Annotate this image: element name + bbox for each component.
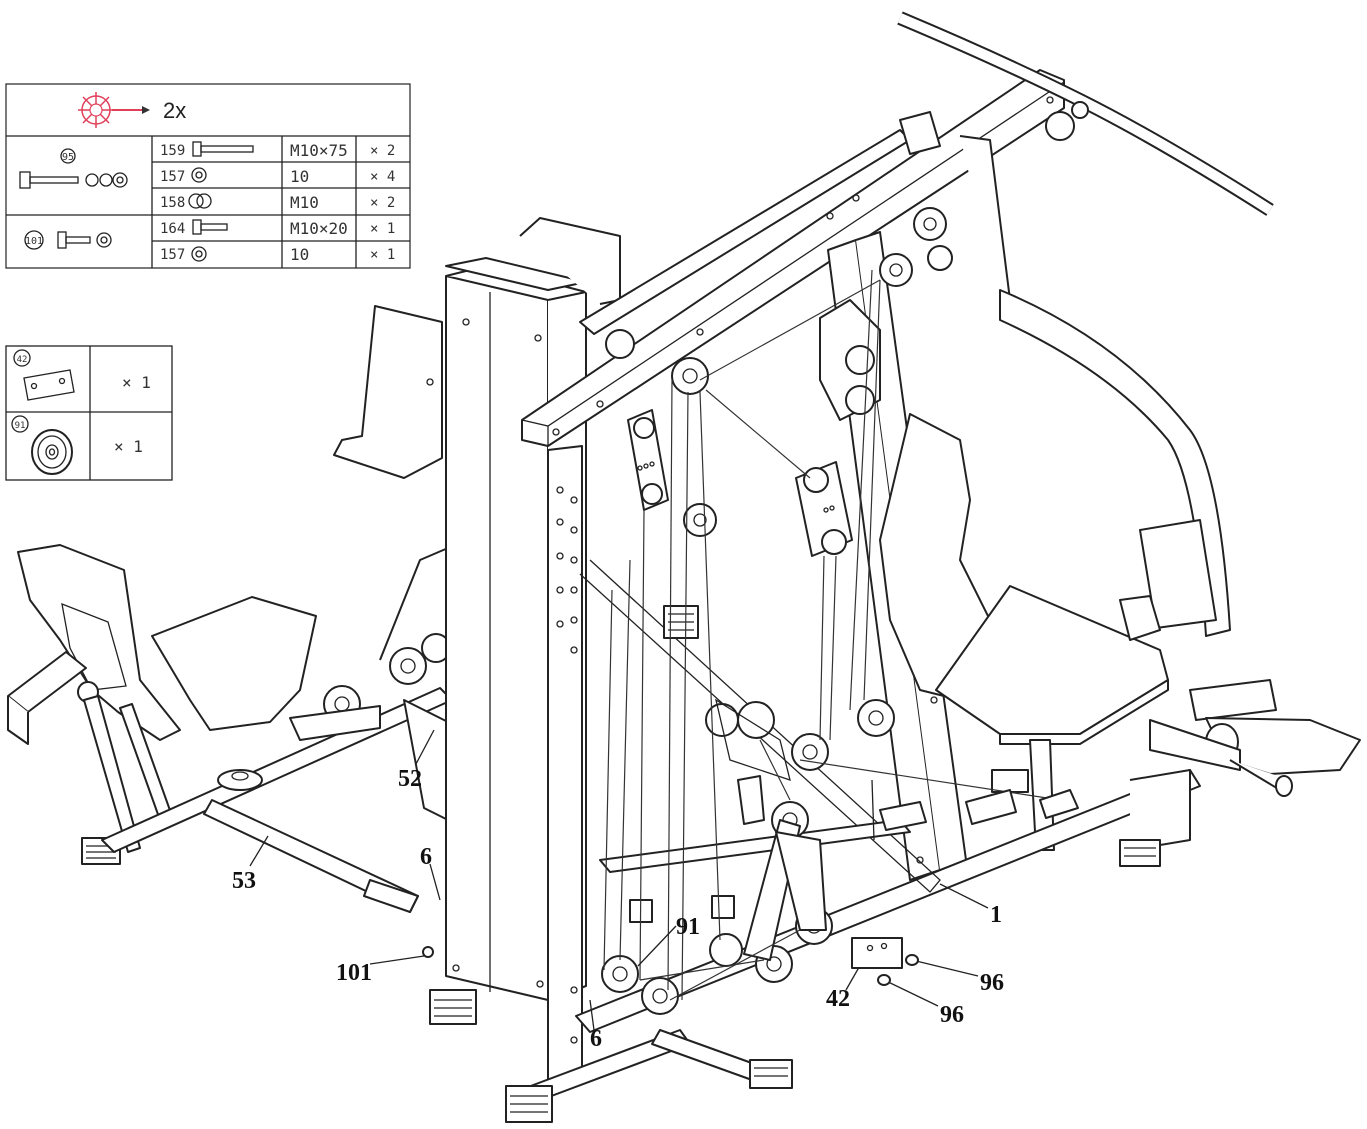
hw-row-4: 164 M10×20 × 1	[160, 219, 395, 238]
callout-labels: 52 53 6 101 91 1 42 96 96 6	[232, 766, 1004, 1052]
callout-6-upper: 6	[420, 844, 432, 870]
hw-row-1: 159 M10×75 × 2	[160, 141, 395, 160]
svg-text:158: 158	[160, 195, 185, 211]
hw-row-2: 157 10 × 4	[160, 167, 395, 186]
svg-text:× 4: × 4	[370, 169, 395, 185]
callout-91: 91	[676, 914, 700, 940]
plate-icon: 42	[13, 349, 75, 401]
callout-52: 52	[398, 766, 422, 792]
parts-box: 42 × 1 91 × 1	[5, 345, 173, 481]
svg-text:157: 157	[160, 247, 185, 263]
svg-text:× 1: × 1	[122, 373, 151, 392]
svg-text:× 1: × 1	[114, 437, 143, 456]
hw-row-5: 157 10 × 1	[160, 245, 395, 264]
svg-text:× 1: × 1	[370, 221, 395, 237]
hw-row-3: 158 M10 × 2	[160, 193, 395, 212]
svg-text:M10×20: M10×20	[290, 219, 348, 238]
bolt-group-a-icon: 95	[19, 148, 128, 189]
callout-101: 101	[336, 960, 372, 986]
svg-text:164: 164	[160, 221, 185, 237]
svg-text:× 2: × 2	[370, 195, 395, 211]
svg-text:M10×75: M10×75	[290, 141, 348, 160]
pulley-icon: 91	[11, 415, 73, 475]
threadlock-icon	[78, 92, 150, 128]
svg-text:10: 10	[290, 167, 309, 186]
svg-text:10: 10	[290, 245, 309, 264]
svg-text:× 1: × 1	[370, 247, 395, 263]
callout-6-lower: 6	[590, 1026, 602, 1052]
svg-text:159: 159	[160, 143, 185, 159]
callout-leaders	[249, 729, 989, 1031]
hardware-table: 2x 95 101 159 M10×75 × 2	[5, 83, 411, 269]
callout-1: 1	[990, 902, 1002, 928]
callout-42: 42	[826, 986, 850, 1012]
svg-text:42: 42	[17, 355, 28, 365]
bolt-group-b-icon: 101	[24, 230, 112, 250]
callout-96-upper: 96	[980, 970, 1004, 996]
callout-53: 53	[232, 868, 256, 894]
svg-text:× 2: × 2	[370, 143, 395, 159]
callout-96-lower: 96	[940, 1002, 964, 1028]
svg-text:157: 157	[160, 169, 185, 185]
gym-machine-drawing	[7, 11, 1361, 1123]
header-qty: 2x	[163, 98, 186, 123]
svg-text:91: 91	[15, 421, 26, 431]
svg-text:M10: M10	[290, 193, 319, 212]
group-b-label: 101	[25, 236, 43, 247]
group-a-label: 95	[62, 152, 74, 163]
